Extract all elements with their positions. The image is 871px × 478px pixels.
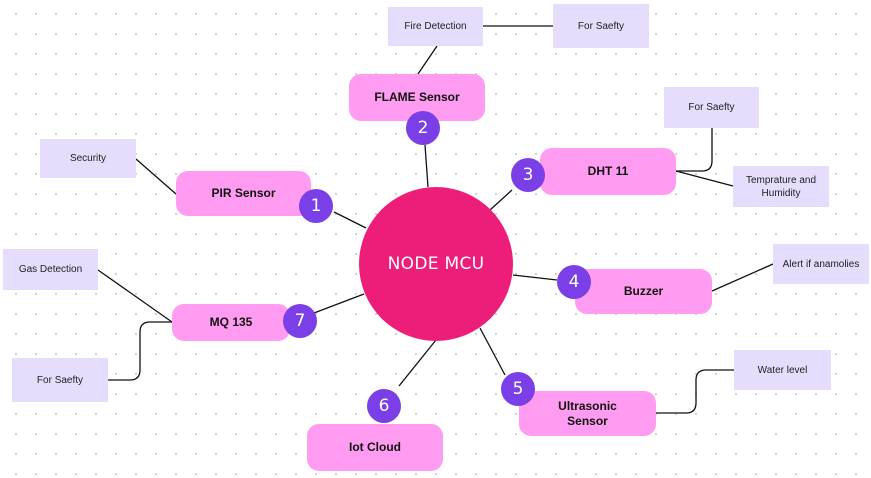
badge-7: 7 (283, 304, 317, 338)
note-flame-fire-detection: Fire Detection (388, 7, 483, 46)
link-hub-dht (489, 189, 513, 211)
note-dht-temperature-humidity-text: Temprature and Humidity (745, 174, 817, 199)
note-dht-temperature-humidity: Temprature and Humidity (733, 166, 829, 207)
badge-7-number: 7 (294, 311, 306, 331)
badge-6: 6 (367, 389, 401, 423)
badge-2: 2 (406, 111, 440, 145)
note-flame-safety-text: For Saefty (577, 20, 625, 32)
node-buzzer[interactable]: Buzzer (575, 269, 712, 314)
note-mq-gas-detection: Gas Detection (3, 249, 98, 290)
note-ultrasonic-water-level-text: Water level (757, 364, 808, 376)
link-dht-safety (676, 128, 713, 172)
note-pir-security: Security (40, 139, 136, 178)
badge-1-number: 1 (310, 196, 322, 216)
link-buzzer-alert (711, 263, 774, 292)
badge-1: 1 (299, 189, 333, 223)
node-ultrasonic-sensor-label: Ultrasonic Sensor (558, 398, 617, 428)
node-dht-11[interactable]: DHT 11 (540, 148, 676, 195)
link-hub-ultrasonic (479, 327, 506, 376)
node-buzzer-label: Buzzer (623, 284, 664, 298)
badge-4: 4 (557, 265, 591, 299)
link-dht-temp (675, 170, 734, 187)
badge-6-number: 6 (378, 396, 390, 416)
node-mq-135[interactable]: MQ 135 (172, 304, 290, 341)
note-buzzer-alert-text: Alert if anamolies (782, 258, 860, 270)
badge-5: 5 (501, 372, 535, 406)
node-mq-135-label: MQ 135 (209, 315, 253, 329)
note-mq-safety: For Saefty (12, 358, 108, 402)
note-dht-safety-text: For Saefty (688, 102, 735, 113)
node-iot-cloud[interactable]: Iot Cloud (307, 424, 443, 471)
link-hub-buzzer (512, 274, 558, 281)
node-ultrasonic-sensor[interactable]: Ultrasonic Sensor (519, 391, 656, 436)
link-hub-pir (333, 211, 367, 229)
note-dht-safety: For Saefty (664, 87, 759, 128)
note-flame-fire-detection-text: Fire Detection (404, 21, 467, 32)
node-iot-cloud-label: Iot Cloud (349, 440, 401, 454)
hub-label: NODE MCU (387, 254, 485, 274)
badge-2-number: 2 (417, 118, 429, 138)
link-ultrasonic-water (656, 369, 734, 414)
link-flame-fire (417, 45, 438, 75)
badge-5-number: 5 (512, 379, 524, 399)
note-buzzer-alert: Alert if anamolies (773, 244, 869, 284)
note-flame-safety: For Saefty (553, 4, 649, 48)
badge-4-number: 4 (568, 272, 580, 292)
node-dht-11-label: DHT 11 (587, 164, 629, 178)
node-flame-sensor-label: FLAME Sensor (374, 90, 460, 104)
link-hub-mq135 (313, 293, 365, 314)
link-mq-gas (97, 269, 173, 323)
note-mq-safety-text: For Saefty (36, 374, 84, 386)
note-pir-security-text: Security (69, 153, 107, 164)
note-mq-gas-detection-text: Gas Detection (18, 264, 83, 275)
node-mcu-hub: NODE MCU (359, 187, 513, 341)
link-mq-safety (108, 321, 172, 381)
node-pir-sensor[interactable]: PIR Sensor (176, 171, 311, 216)
node-pir-sensor-label: PIR Sensor (211, 186, 276, 200)
badge-3-number: 3 (522, 165, 534, 185)
link-pir-security (135, 158, 177, 195)
link-hub-iotcloud (398, 339, 437, 387)
note-ultrasonic-water-level: Water level (734, 350, 831, 390)
badge-3: 3 (511, 158, 545, 192)
link-hub-flame (424, 144, 429, 188)
